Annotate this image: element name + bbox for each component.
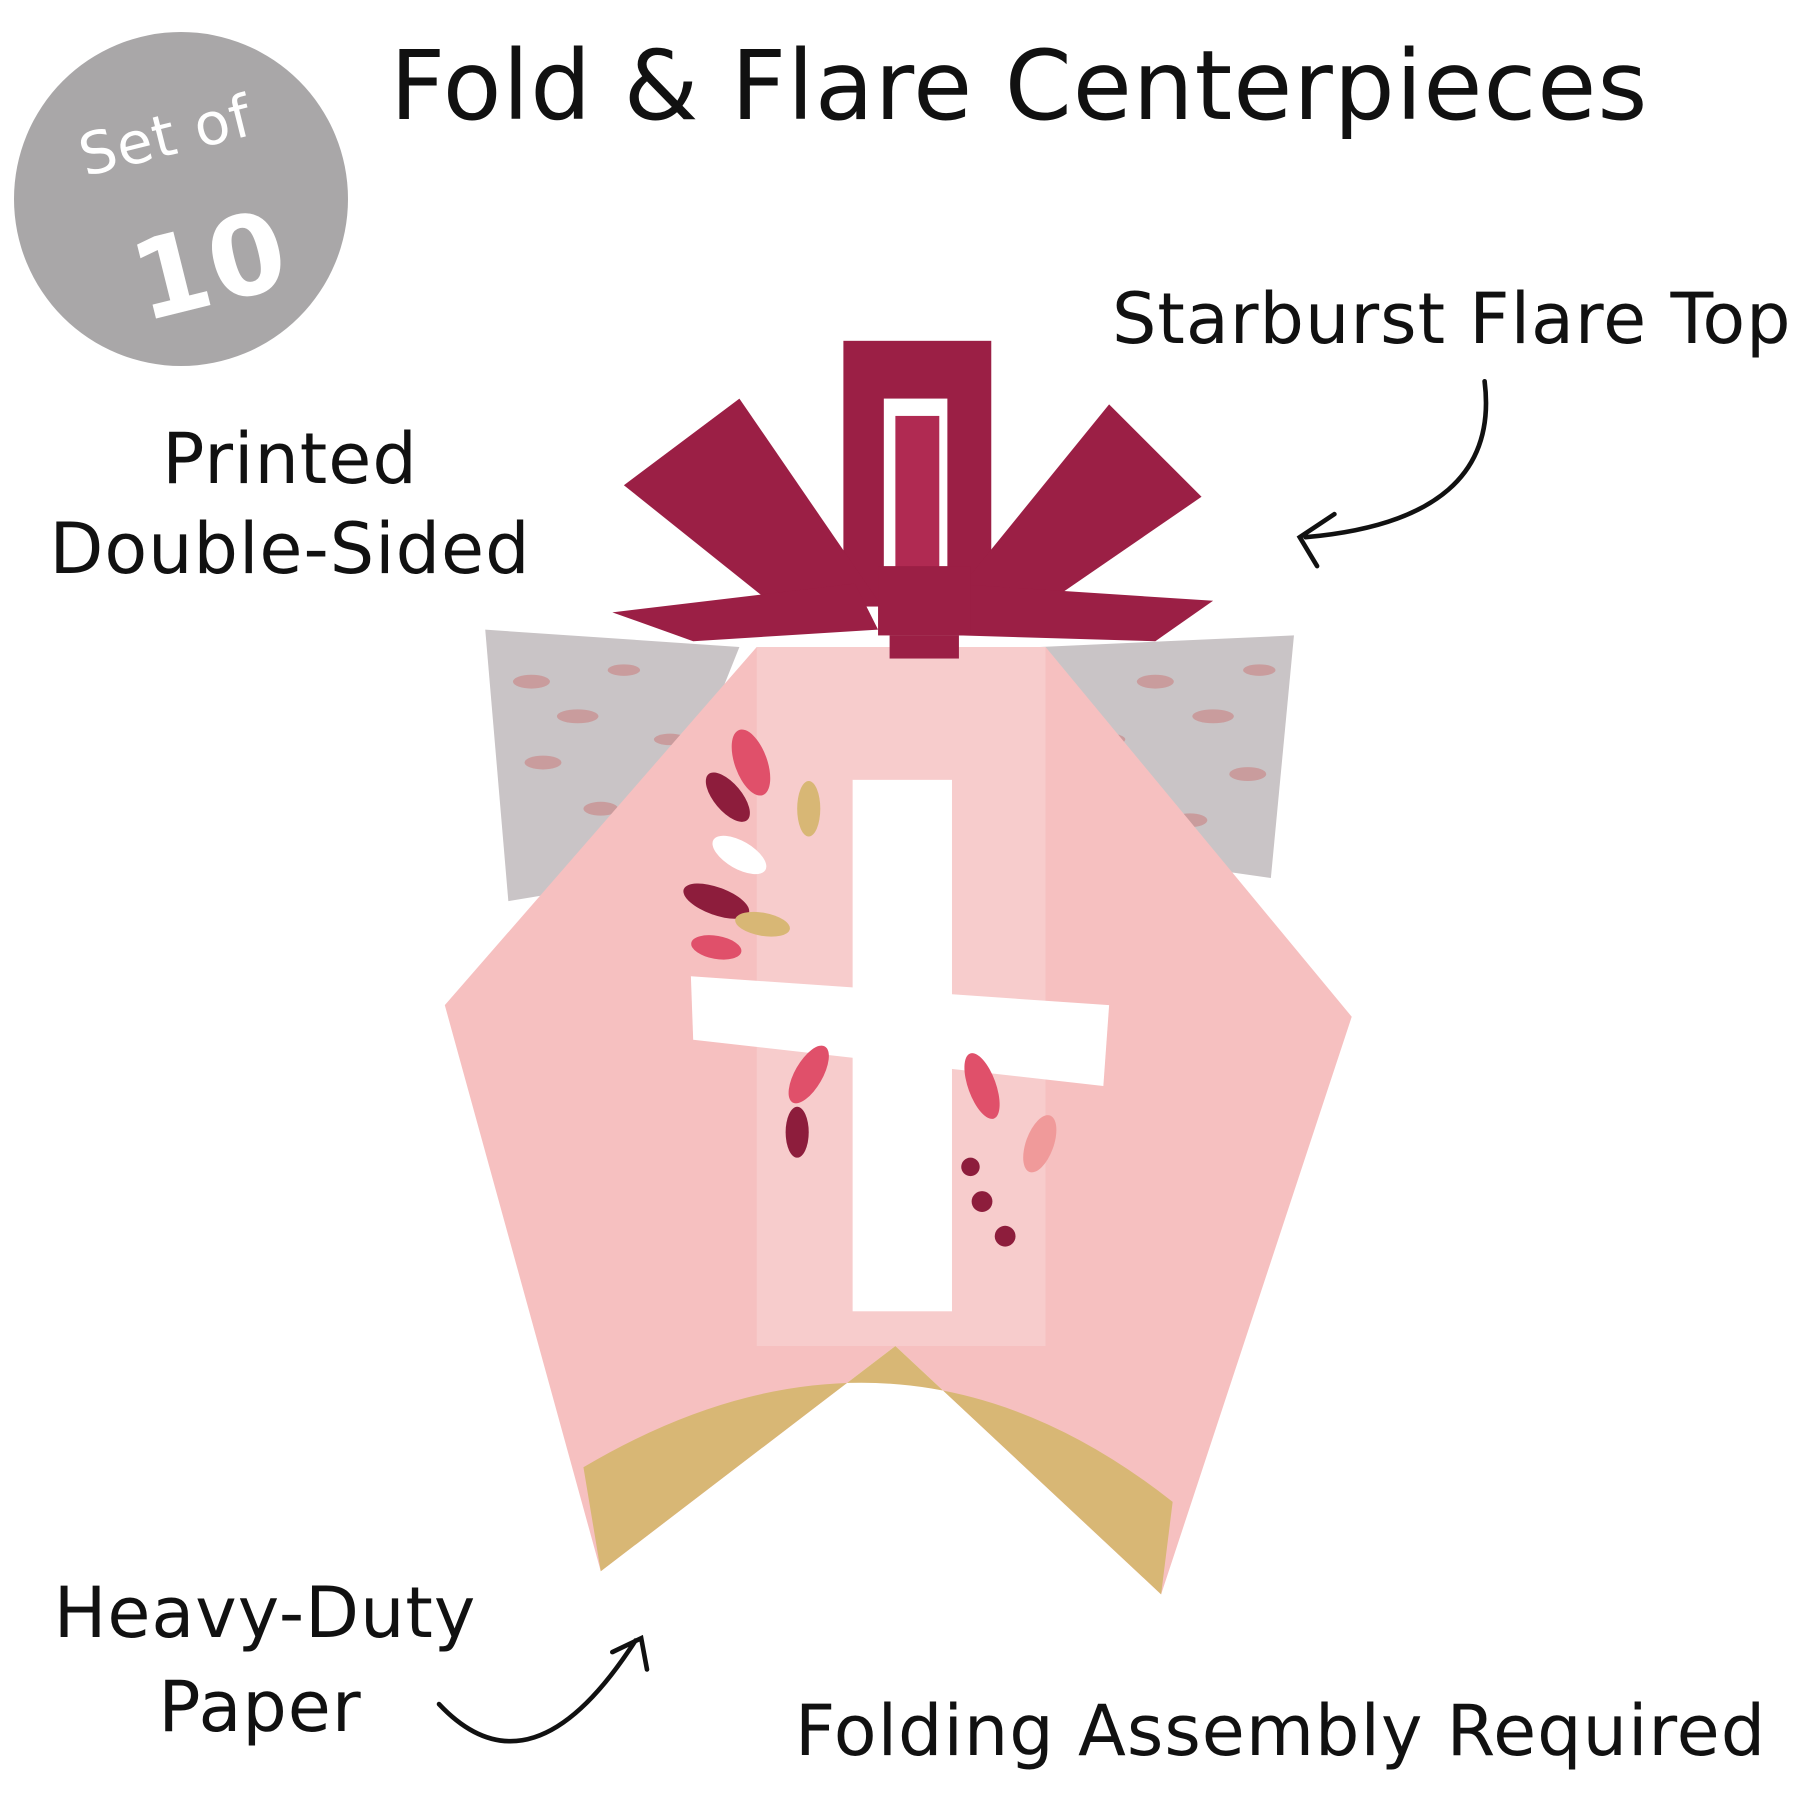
arrows	[436, 378, 1489, 1744]
starburst-top	[612, 340, 1214, 659]
callout-double-sided: Double-Sided	[49, 508, 531, 590]
badge-label: Set of	[72, 81, 259, 190]
cross	[690, 779, 1110, 1312]
callout-paper: Paper	[158, 1666, 362, 1748]
leaves	[683, 729, 1057, 1247]
arrow-to-flare-icon	[1296, 378, 1489, 569]
callout-heavy-duty: Heavy-Duty	[53, 1572, 477, 1654]
callout-printed: Printed	[162, 418, 418, 500]
callout-starburst: Starburst Flare Top	[1112, 278, 1792, 360]
badge-count: 10	[118, 185, 301, 347]
callout-assembly: Folding Assembly Required	[795, 1690, 1767, 1772]
arrow-to-paper-icon	[436, 1634, 650, 1744]
set-count-badge: Set of 10	[14, 32, 348, 366]
page-title: Fold & Flare Centerpieces	[390, 30, 1649, 142]
